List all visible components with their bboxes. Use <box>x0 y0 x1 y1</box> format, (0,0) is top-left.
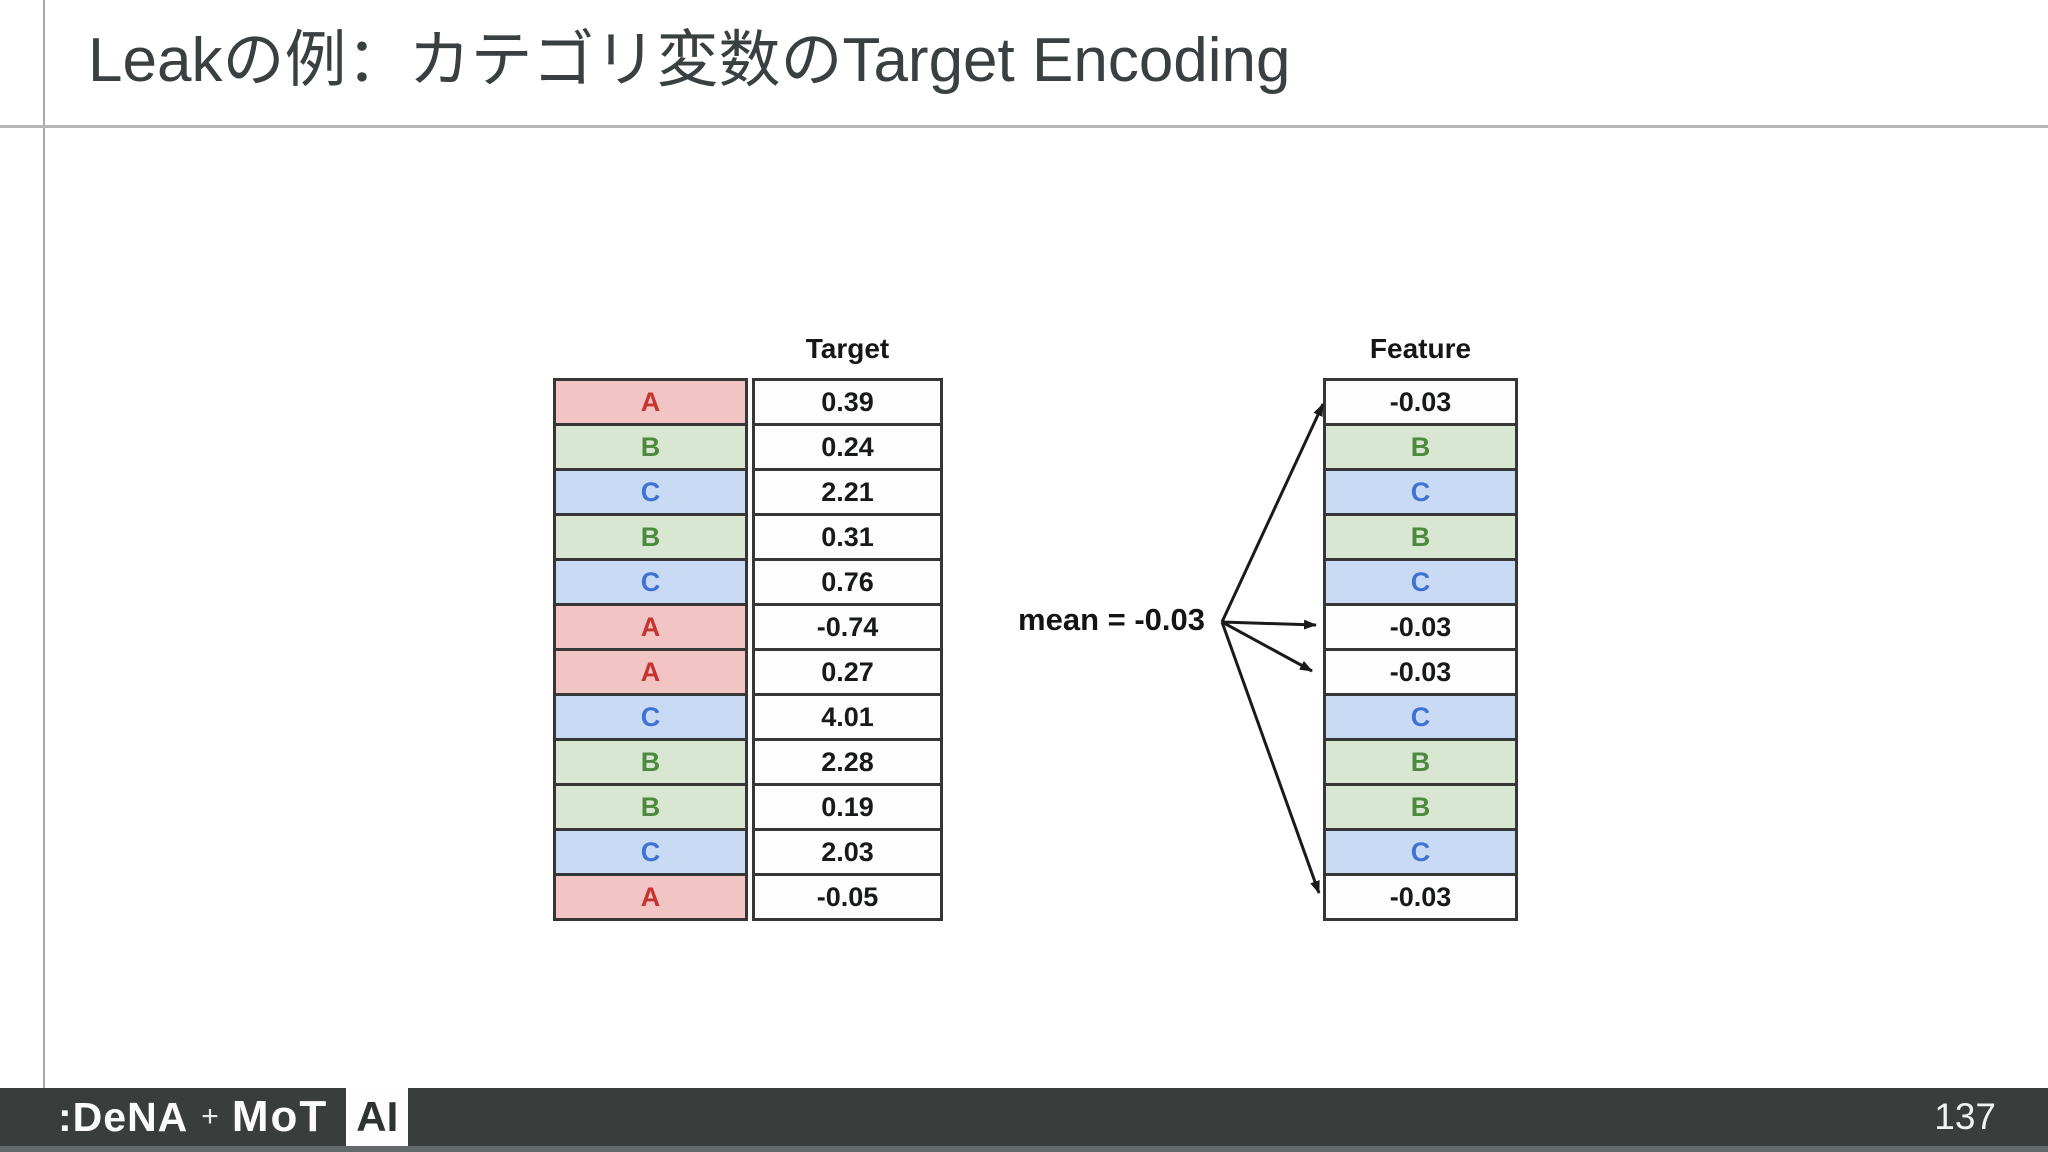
feature-cell: C <box>1323 468 1518 516</box>
category-cell: C <box>553 693 748 741</box>
category-cell: B <box>553 513 748 561</box>
feature-cell: B <box>1323 423 1518 471</box>
feature-cell: -0.03 <box>1323 648 1518 696</box>
category-column: A B C B C A A C B B C A <box>553 378 748 921</box>
target-value-cell: 0.24 <box>752 423 943 471</box>
feature-cell: C <box>1323 693 1518 741</box>
feature-cell: C <box>1323 558 1518 606</box>
category-cell: B <box>553 783 748 831</box>
title-divider-line <box>0 125 2048 128</box>
feature-cell: -0.03 <box>1323 603 1518 651</box>
feature-cell: -0.03 <box>1323 378 1518 426</box>
mean-annotation: mean = -0.03 <box>1018 602 1205 637</box>
target-value-cell: 4.01 <box>752 693 943 741</box>
feature-column: -0.03 B C B C -0.03 -0.03 C B B C -0.03 <box>1323 378 1518 921</box>
feature-cell: B <box>1323 738 1518 786</box>
target-value-cell: 2.28 <box>752 738 943 786</box>
mean-arrows <box>1220 403 1325 894</box>
target-column-header: Target <box>805 333 890 364</box>
target-value-cell: 0.19 <box>752 783 943 831</box>
page-number: 137 <box>1934 1096 1996 1137</box>
dena-mot-logo: :DeNA + MoT <box>58 1092 328 1142</box>
category-cell: C <box>553 468 748 516</box>
feature-cell: C <box>1323 828 1518 876</box>
target-value-cell: 2.03 <box>752 828 943 876</box>
left-margin-line <box>43 0 45 1088</box>
feature-cell: -0.03 <box>1323 873 1518 921</box>
dena-logo-text: :DeNA <box>58 1093 189 1140</box>
feature-column-header: Feature <box>1369 333 1472 364</box>
footer-bottom-strip <box>0 1146 2048 1152</box>
category-cell: A <box>553 378 748 426</box>
ai-badge: AI <box>346 1088 409 1146</box>
target-value-cell: 2.21 <box>752 468 943 516</box>
feature-cell: B <box>1323 783 1518 831</box>
category-cell: A <box>553 648 748 696</box>
feature-cell: B <box>1323 513 1518 561</box>
mot-logo-text: MoT <box>231 1092 329 1141</box>
category-cell: A <box>553 873 748 921</box>
slide-title: Leakの例：カテゴリ変数のTarget Encoding <box>88 26 1291 95</box>
target-value-cell: 0.39 <box>752 378 943 426</box>
target-value-cell: -0.74 <box>752 603 943 651</box>
target-value-cell: -0.05 <box>752 873 943 921</box>
target-value-cell: 0.27 <box>752 648 943 696</box>
category-cell: C <box>553 558 748 606</box>
category-cell: A <box>553 603 748 651</box>
footer-bar: :DeNA + MoT AI 137 <box>0 1088 2048 1146</box>
logo-plus-sign: + <box>201 1100 219 1133</box>
category-cell: B <box>553 423 748 471</box>
category-cell: C <box>553 828 748 876</box>
target-column: 0.39 0.24 2.21 0.31 0.76 -0.74 0.27 4.01… <box>752 378 943 921</box>
category-cell: B <box>553 738 748 786</box>
target-value-cell: 0.76 <box>752 558 943 606</box>
target-value-cell: 0.31 <box>752 513 943 561</box>
